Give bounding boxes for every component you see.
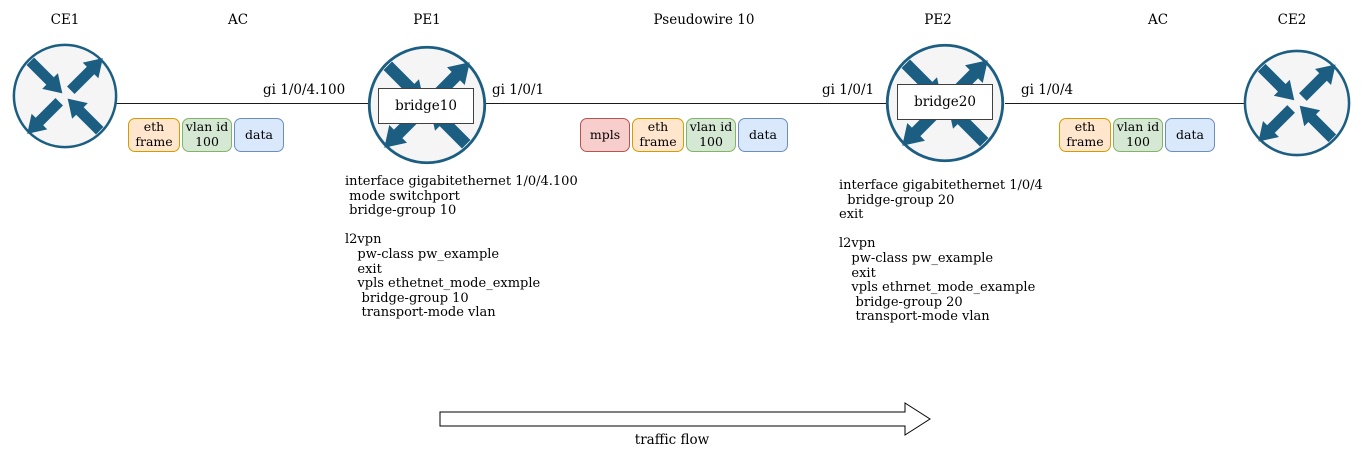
vlan-id-cell: vlan id 100	[1113, 118, 1163, 152]
label-ac-left: AC	[227, 12, 249, 28]
pe1-bridge-box: bridge10	[378, 88, 474, 124]
mpls-cell: mpls	[580, 118, 630, 152]
eth-frame-cell: eth frame	[632, 118, 684, 152]
pe2-bridge-box: bridge20	[897, 84, 993, 120]
ce1-router-icon	[11, 42, 119, 150]
link-ce1-pe1	[116, 103, 369, 104]
data-cell: data	[234, 118, 284, 152]
vlan-id-cell: vlan id 100	[182, 118, 232, 152]
data-cell: data	[738, 118, 788, 152]
label-pseudowire: Pseudowire 10	[653, 12, 755, 28]
eth-frame-cell: eth frame	[128, 118, 180, 152]
interface-label-pe2-access: gi 1/0/4	[1021, 82, 1074, 98]
ce2-router-icon	[1242, 48, 1352, 158]
interface-label-pe2-core: gi 1/0/1	[822, 82, 875, 98]
frame-stack-ac-left: eth frame vlan id 100 data	[128, 118, 284, 152]
frame-stack-ac-right: eth frame vlan id 100 data	[1059, 118, 1215, 152]
data-cell: data	[1165, 118, 1215, 152]
link-pe2-ce2	[1005, 103, 1244, 104]
interface-label-pe1-access: gi 1/0/4.100	[263, 82, 346, 98]
label-ac-right: AC	[1147, 12, 1169, 28]
link-pe1-pe2-pseudowire	[486, 103, 886, 104]
pe1-config-text: interface gigabitethernet 1/0/4.100 mode…	[345, 174, 578, 321]
pe2-config-text: interface gigabitethernet 1/0/4 bridge-g…	[839, 178, 1043, 325]
vlan-id-cell: vlan id 100	[686, 118, 736, 152]
frame-stack-pseudowire: mpls eth frame vlan id 100 data	[580, 118, 788, 152]
label-ce1: CE1	[50, 12, 80, 28]
traffic-flow-arrow	[439, 402, 931, 436]
traffic-flow-label: traffic flow	[634, 432, 710, 448]
label-pe1: PE1	[413, 12, 441, 28]
eth-frame-cell: eth frame	[1059, 118, 1111, 152]
label-ce2: CE2	[1277, 12, 1307, 28]
interface-label-pe1-core: gi 1/0/1	[492, 82, 545, 98]
label-pe2: PE2	[924, 12, 952, 28]
